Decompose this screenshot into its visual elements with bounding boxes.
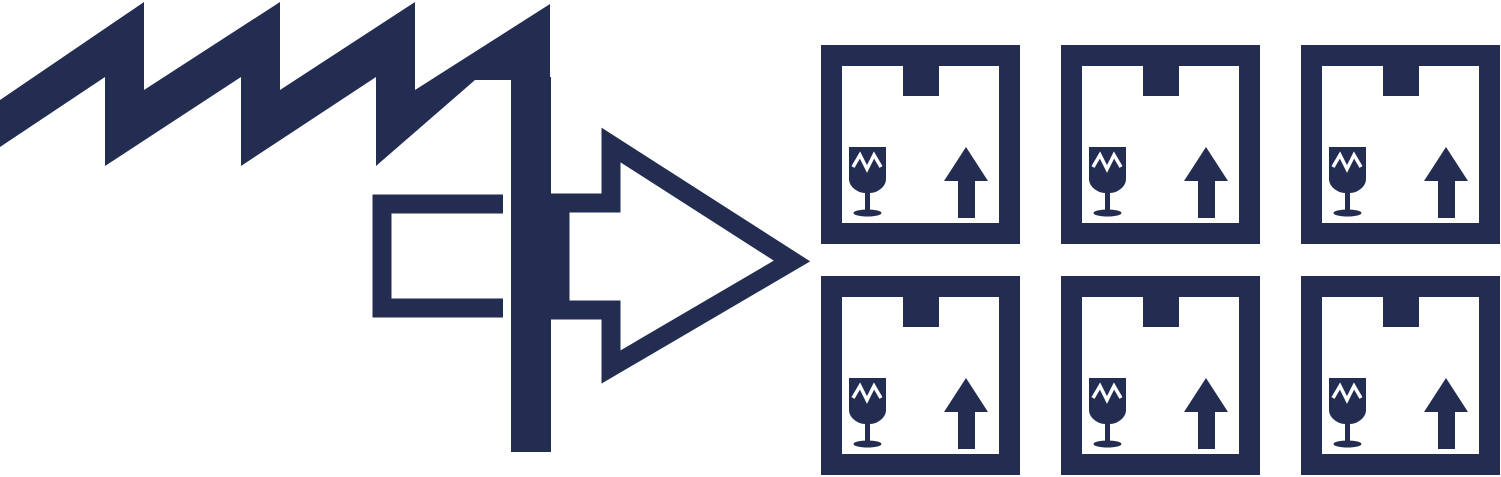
box-frame bbox=[821, 45, 1020, 244]
fragile-glass-icon bbox=[1329, 147, 1366, 217]
shipping-box-icon bbox=[1061, 276, 1260, 475]
glass-base bbox=[1093, 209, 1122, 217]
this-side-up-arrow-icon bbox=[1424, 147, 1468, 218]
glass-base bbox=[853, 440, 882, 448]
up-arrow-head bbox=[1184, 147, 1228, 181]
fragile-glass-icon bbox=[1089, 147, 1126, 217]
fragile-glass-icon bbox=[1329, 378, 1366, 448]
shipping-box-icon bbox=[1301, 45, 1500, 244]
shipping-boxes-grid bbox=[821, 45, 1500, 475]
this-side-up-arrow-icon bbox=[1424, 378, 1468, 449]
glass-stem bbox=[865, 422, 870, 442]
box-frame bbox=[821, 276, 1020, 475]
box-tape-tab bbox=[1383, 296, 1419, 327]
glass-crack bbox=[1331, 382, 1363, 404]
this-side-up-arrow-icon bbox=[944, 147, 988, 218]
box-tape-tab bbox=[1383, 65, 1419, 96]
up-arrow-head bbox=[1424, 378, 1468, 412]
factory-icon bbox=[0, 2, 551, 452]
this-side-up-arrow-icon bbox=[1184, 378, 1228, 449]
box-frame bbox=[1301, 276, 1500, 475]
glass-base bbox=[853, 209, 882, 217]
this-side-up-arrow-icon bbox=[944, 378, 988, 449]
outline-arrow-right-icon bbox=[550, 127, 811, 384]
glass-stem bbox=[865, 191, 870, 211]
glass-base bbox=[1093, 440, 1122, 448]
arrow-outline bbox=[550, 127, 811, 384]
box-frame bbox=[1301, 45, 1500, 244]
glass-crack bbox=[1091, 382, 1123, 404]
fragile-glass-icon bbox=[1089, 378, 1126, 448]
box-frame bbox=[1061, 45, 1260, 244]
shipping-box-icon bbox=[1301, 276, 1500, 475]
fragile-glass-icon bbox=[849, 147, 886, 217]
factory-bracket bbox=[372, 194, 503, 318]
box-tape-tab bbox=[903, 296, 939, 327]
up-arrow-shaft bbox=[958, 179, 975, 218]
box-tape-tab bbox=[1143, 65, 1179, 96]
up-arrow-head bbox=[944, 378, 988, 412]
glass-stem bbox=[1105, 191, 1110, 211]
up-arrow-head bbox=[1184, 378, 1228, 412]
glass-stem bbox=[1105, 422, 1110, 442]
box-tape-tab bbox=[903, 65, 939, 96]
up-arrow-shaft bbox=[1438, 179, 1455, 218]
up-arrow-shaft bbox=[1198, 179, 1215, 218]
factory-sawtooth-roof bbox=[0, 2, 550, 166]
up-arrow-head bbox=[1424, 147, 1468, 181]
this-side-up-arrow-icon bbox=[1184, 147, 1228, 218]
glass-base bbox=[1333, 209, 1362, 217]
up-arrow-shaft bbox=[1438, 410, 1455, 449]
box-frame bbox=[1061, 276, 1260, 475]
glass-stem bbox=[1345, 422, 1350, 442]
glass-base bbox=[1333, 440, 1362, 448]
glass-crack bbox=[1331, 151, 1363, 173]
shipping-box-icon bbox=[821, 45, 1020, 244]
fragile-glass-icon bbox=[849, 378, 886, 448]
up-arrow-shaft bbox=[958, 410, 975, 449]
box-tape-tab bbox=[1143, 296, 1179, 327]
glass-crack bbox=[1091, 151, 1123, 173]
glass-crack bbox=[851, 382, 883, 404]
glass-crack bbox=[851, 151, 883, 173]
shipping-box-icon bbox=[1061, 45, 1260, 244]
shipping-box-icon bbox=[821, 276, 1020, 475]
up-arrow-shaft bbox=[1198, 410, 1215, 449]
factory-chimney bbox=[511, 77, 551, 452]
up-arrow-head bbox=[944, 147, 988, 181]
glass-stem bbox=[1345, 191, 1350, 211]
